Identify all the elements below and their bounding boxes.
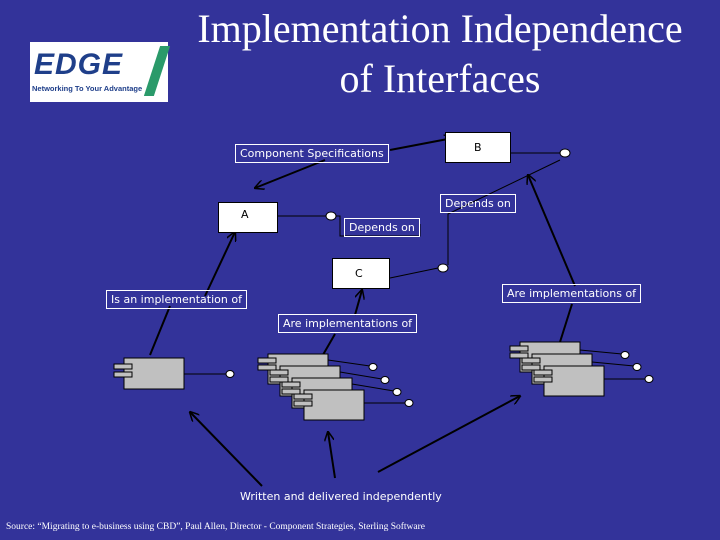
- slide-title: Implementation Independence of Interface…: [170, 4, 710, 104]
- written-to-right-arrow: [377, 396, 520, 473]
- c-lollipop-line: [389, 267, 439, 279]
- are-implementations-of-label-middle: Are implementations of: [278, 314, 418, 333]
- impls-to-components-line-2: [559, 303, 573, 343]
- depends-on-label-2: Depends on: [344, 218, 420, 237]
- depends-on-line-1: [336, 215, 421, 237]
- component-left-port: [225, 370, 235, 378]
- interface-c-label: C: [355, 267, 363, 280]
- component-stack-right: [509, 341, 654, 397]
- c-interface-lollipop: [437, 263, 449, 273]
- are-implementations-of-label-right: Are implementations of: [502, 284, 642, 303]
- logo-tagline: Networking To Your Advantage: [32, 84, 143, 93]
- component-left: [113, 357, 235, 390]
- depends-on-label-1: Depends on: [440, 194, 516, 213]
- written-delivered-label: Written and delivered independently: [240, 490, 442, 503]
- is-impl-to-component-line: [149, 305, 171, 356]
- written-to-middle-arrow: [328, 432, 336, 479]
- spec-to-b-arrow: [389, 138, 453, 151]
- logo-name: EDGE: [34, 48, 124, 81]
- a-interface-lollipop: [325, 211, 337, 221]
- impls-to-b-arrow: [528, 175, 576, 287]
- interface-a-box: A: [218, 202, 278, 233]
- depends-on-line-2: [447, 159, 561, 265]
- interface-a-label: A: [241, 208, 249, 221]
- b-interface-lollipop: [559, 148, 571, 158]
- written-to-left-arrow: [190, 412, 263, 487]
- is-an-implementation-of-label: Is an implementation of: [106, 290, 247, 309]
- impl-to-a-arrow: [204, 232, 235, 297]
- title-line-2: of Interfaces: [339, 56, 541, 101]
- arrows: [149, 138, 576, 487]
- interface-b-box: B: [445, 132, 511, 163]
- interface-c-box: C: [332, 258, 390, 289]
- lollipops: [325, 148, 571, 273]
- component-specifications-label: Component Specifications: [235, 144, 389, 163]
- interface-b-label: B: [474, 141, 482, 154]
- source-footnote: Source: “Migrating to e-business using C…: [6, 522, 425, 532]
- spec-to-a-arrow: [255, 159, 326, 188]
- component-stack-middle: [257, 353, 414, 421]
- title-line-1: Implementation Independence: [197, 6, 683, 51]
- impls-to-c-arrow: [354, 290, 362, 316]
- edge-logo: EDGE Networking To Your Advantage: [30, 42, 171, 102]
- interface-lines: [277, 152, 561, 279]
